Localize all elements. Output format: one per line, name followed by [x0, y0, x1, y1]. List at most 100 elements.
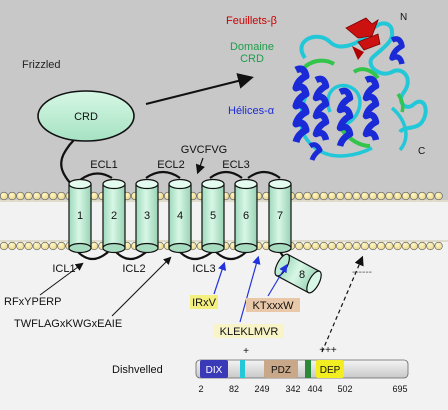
ecl2-label: ECL2: [157, 159, 185, 171]
gvcfvg-motif-label: GVCFVG: [181, 144, 227, 156]
tm-helix-label: 3: [144, 210, 150, 222]
c-tail-dashes: ------: [352, 267, 372, 278]
lipid-bead: [368, 191, 378, 201]
tm-helix-2: 2: [102, 178, 126, 254]
tm-helix-3: 3: [135, 178, 159, 254]
lipid-bead: [385, 191, 394, 201]
lipid-bead: [295, 241, 304, 251]
tm-helix-label: 2: [111, 210, 117, 222]
lipid-bead: [336, 191, 345, 201]
rfxyperp-motif-label: RFxYPERP: [4, 296, 61, 308]
lipid-bead: [32, 191, 41, 201]
lipid-bead: [377, 241, 386, 251]
lipid-bead: [24, 191, 33, 201]
twflag-arrow: [111, 256, 172, 317]
crd-3d-structure: [292, 17, 428, 161]
lipid-bead: [409, 191, 419, 201]
lipid-bead: [418, 241, 427, 251]
tm-helix-label: 6: [243, 210, 249, 222]
pos-82: 82: [229, 384, 239, 394]
domaine-crd-label-line1: Domaine: [230, 41, 274, 53]
lipid-bead: [393, 191, 402, 201]
lipid-bead: [303, 241, 312, 251]
rfxyperp-arrow: [39, 262, 84, 296]
basic-region-1: [240, 360, 245, 378]
icl1-label: ICL1: [52, 263, 75, 275]
pos-404: 404: [307, 384, 322, 394]
lipid-bead: [8, 241, 17, 251]
tm-helix-4: 4: [168, 178, 192, 254]
crd-domain: [37, 90, 135, 142]
tm-helix-1: 1: [68, 178, 92, 254]
tm-helix-label: 1: [77, 210, 83, 222]
lipid-bead: [40, 191, 50, 201]
pos-695: 695: [392, 384, 407, 394]
lipid-bead: [24, 241, 33, 251]
irxv-motif-label: IRxV: [192, 297, 217, 309]
ktxxxw-box: [246, 298, 300, 312]
lipid-bead: [16, 191, 25, 201]
lipid-bead: [336, 241, 345, 251]
lipid-bead: [303, 191, 312, 201]
kleklmvr-motif-label: KLEKLMVR: [220, 326, 279, 338]
beta-sheet-label: Feuillets-β: [226, 15, 277, 27]
lipid-bead: [319, 191, 328, 201]
lipid-bead: [344, 191, 353, 201]
lipid-bead: [401, 191, 410, 201]
alpha-helix-label: Hélices-α: [228, 105, 275, 117]
lipid-bead: [401, 241, 410, 251]
lipid-bead: [8, 191, 17, 201]
pdz-label: PDZ: [271, 365, 291, 376]
transmembrane-helices: 1 2 3 4 5 6 7: [68, 178, 292, 254]
lipid-bead: [426, 191, 435, 201]
tm-helix-7: 7: [268, 178, 292, 254]
lipid-bead: [360, 241, 369, 251]
tm-helix-label: 7: [277, 210, 283, 222]
twflag-motif-label: TWFLAGxKWGxEAIE: [14, 318, 122, 330]
lipid-bead: [368, 241, 378, 251]
dishevelled-bar: [195, 359, 409, 379]
tm-helix-5: 5: [201, 178, 225, 254]
lipid-bead: [311, 241, 320, 251]
lipid-bead: [385, 241, 394, 251]
dishevelled-label: Dishvelled: [112, 364, 163, 376]
lipid-bead: [352, 191, 361, 201]
charge-plus-label: +: [243, 346, 249, 357]
tm-helix-6: 6: [234, 178, 258, 254]
frizzled-label: Frizzled: [22, 59, 61, 71]
pdz-domain: [264, 360, 298, 378]
lipid-bead: [295, 191, 304, 201]
lipid-bead: [327, 241, 337, 251]
lipid-bead: [32, 241, 41, 251]
n-terminus-label: N: [400, 12, 407, 23]
lipid-bead: [49, 241, 58, 251]
pos-2: 2: [198, 384, 203, 394]
lipid-bead: [426, 241, 435, 251]
lipid-bead: [49, 191, 58, 201]
lipid-bead: [57, 191, 66, 201]
dep-label: DEP: [320, 365, 341, 376]
crd-label: CRD: [74, 111, 98, 123]
c-tail-to-dvl-arrow: [321, 255, 364, 353]
lipid-bead: [0, 191, 9, 201]
lipid-bead: [393, 241, 402, 251]
charge-plusplusplus-label: +++: [319, 345, 337, 356]
pos-502: 502: [337, 384, 352, 394]
kleklmvr-arrow: [239, 255, 261, 323]
lipid-bead: [57, 241, 66, 251]
icl3-label: ICL3: [192, 263, 215, 275]
dix-label: DIX: [206, 365, 223, 376]
lipid-bead: [0, 241, 9, 251]
tm-helix-label: 5: [210, 210, 216, 222]
ktxxxw-arrow: [267, 263, 288, 297]
kleklmvr-box: [214, 324, 284, 338]
pos-249: 249: [254, 384, 269, 394]
helix-8-label: 8: [299, 269, 305, 281]
domaine-crd-label-line2: CRD: [240, 53, 264, 65]
dep-domain: [316, 360, 344, 378]
icl2-label: ICL2: [122, 263, 145, 275]
basic-region-2: [305, 360, 311, 378]
lipid-bead: [40, 241, 50, 251]
lipid-bead: [319, 241, 328, 251]
